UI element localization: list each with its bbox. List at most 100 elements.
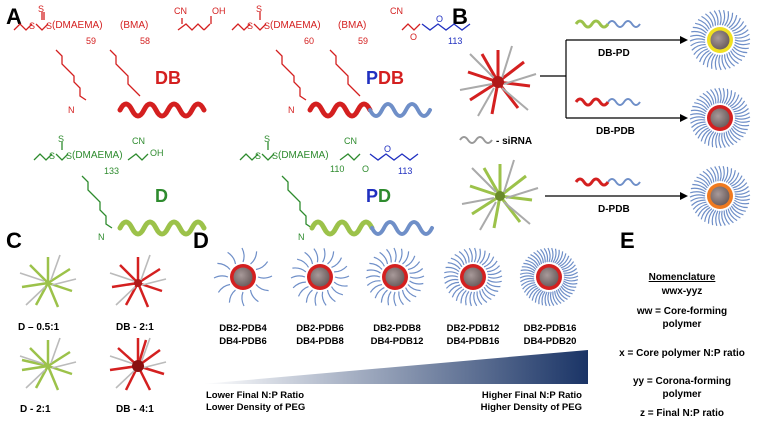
peg-strand: [407, 261, 421, 271]
peg-strand: [692, 123, 707, 132]
peg-strand: [401, 289, 411, 303]
peg-strand: [731, 21, 745, 32]
panel-label-c: C: [6, 228, 22, 253]
peg-strand: [725, 168, 733, 183]
peg-strand: [334, 275, 350, 279]
peg-strand: [563, 268, 578, 274]
d-block1: (DMAEMA): [72, 150, 123, 161]
peg-strand: [290, 275, 306, 279]
peg-strand: [727, 170, 736, 184]
peg-strand: [710, 167, 717, 182]
peg-strand: [554, 290, 562, 304]
peg-strand: [485, 284, 499, 292]
peg-strand: [689, 116, 706, 120]
peg-strand: [693, 46, 707, 55]
peg-strand: [476, 248, 481, 263]
peg-strand: [733, 44, 749, 50]
peg-strand: [322, 248, 326, 263]
micelle-d-3: [365, 247, 425, 307]
d-particle-3-line2: DB4-PDB12: [371, 336, 424, 347]
peg-strand: [562, 264, 576, 272]
db-s2: S: [38, 4, 44, 14]
peg-strand: [402, 251, 410, 265]
peg-strand: [728, 51, 739, 65]
d-particle-1-line1: DB2-PDB4: [219, 323, 267, 334]
d-s3: S: [66, 151, 72, 161]
peg-strand: [697, 19, 710, 30]
peg-strand: [713, 10, 719, 26]
pdb-label-p: P: [366, 68, 378, 88]
peg-strand: [448, 284, 461, 294]
peg-strand: [721, 10, 726, 26]
pdb-nme2: N: [288, 105, 295, 115]
peg-strand: [732, 203, 746, 212]
peg-strand: [393, 291, 397, 307]
peg-strand: [734, 38, 751, 42]
peg-strand: [706, 168, 715, 183]
peg-strand: [734, 29, 749, 37]
peg-strand: [463, 248, 470, 263]
peg-strand: [561, 261, 575, 271]
peg-strand: [557, 288, 568, 300]
b-chain-pd-green: [574, 19, 610, 29]
peg-strand: [729, 129, 741, 141]
peg-strand: [734, 121, 750, 127]
peg-strand: [734, 197, 750, 201]
peg-strand: [721, 210, 726, 226]
d-high-line1: Higher Final N:P Ratio: [482, 390, 582, 401]
peg-strand: [710, 53, 716, 69]
e-yy-line1: yy = Corona-forming: [633, 376, 731, 387]
pd-label-rest: D: [378, 186, 391, 206]
d-particle-1-line2: DB4-PDB6: [219, 336, 267, 347]
peg-strand: [731, 175, 743, 187]
peg-strand: [556, 251, 564, 265]
peg-strand: [249, 289, 259, 303]
peg-strand: [734, 108, 749, 115]
peg-strand: [559, 255, 570, 267]
sirna-label: - siRNA: [496, 136, 532, 147]
peg-strand: [710, 89, 717, 104]
peg-strand: [694, 203, 708, 214]
peg-strand: [520, 269, 535, 274]
peg-strand: [409, 280, 424, 285]
peg-strand: [734, 33, 750, 39]
peg-strand: [690, 119, 706, 124]
b-chain-pdb-blue: [607, 98, 641, 106]
pdb-label-rest: DB: [378, 68, 404, 88]
peg-strand: [690, 109, 706, 115]
peg-strand: [721, 166, 725, 182]
peg-strand: [692, 26, 708, 34]
peg-strand: [541, 291, 546, 306]
peg-strand: [549, 291, 555, 306]
peg-strand: [250, 251, 258, 265]
peg-strand: [486, 281, 501, 288]
peg-strand: [443, 275, 459, 279]
peg-strand: [540, 248, 546, 263]
peg-strand: [557, 253, 567, 266]
peg-strand: [559, 287, 571, 298]
peg-strand: [314, 291, 318, 306]
micelle-core: [710, 108, 730, 128]
peg-strand: [241, 247, 245, 263]
peg-strand: [563, 275, 579, 279]
peg-strand: [734, 194, 751, 198]
peg-strand: [444, 271, 459, 275]
peg-strand: [563, 271, 578, 277]
peg-strand: [727, 92, 736, 106]
d-s1: S: [49, 151, 55, 161]
pdb-o1: O: [410, 32, 417, 42]
pdb-n2: 59: [358, 36, 368, 46]
complex-d-sirna: [461, 159, 539, 231]
d-particle-3-line1: DB2-PDB8: [373, 323, 421, 334]
b-chain-dpdb-blue: [607, 178, 641, 186]
peg-strand: [327, 251, 335, 265]
micelle-core: [463, 267, 483, 287]
peg-strand: [733, 25, 747, 34]
peg-strand: [550, 247, 554, 263]
polymer-db-structure: [13, 12, 212, 101]
peg-strand: [451, 286, 463, 298]
d-particle-2-line2: DB4-PDB8: [296, 336, 344, 347]
peg-strand: [523, 262, 537, 270]
micelle-d-5: [519, 247, 579, 307]
peg-strand: [304, 251, 314, 265]
